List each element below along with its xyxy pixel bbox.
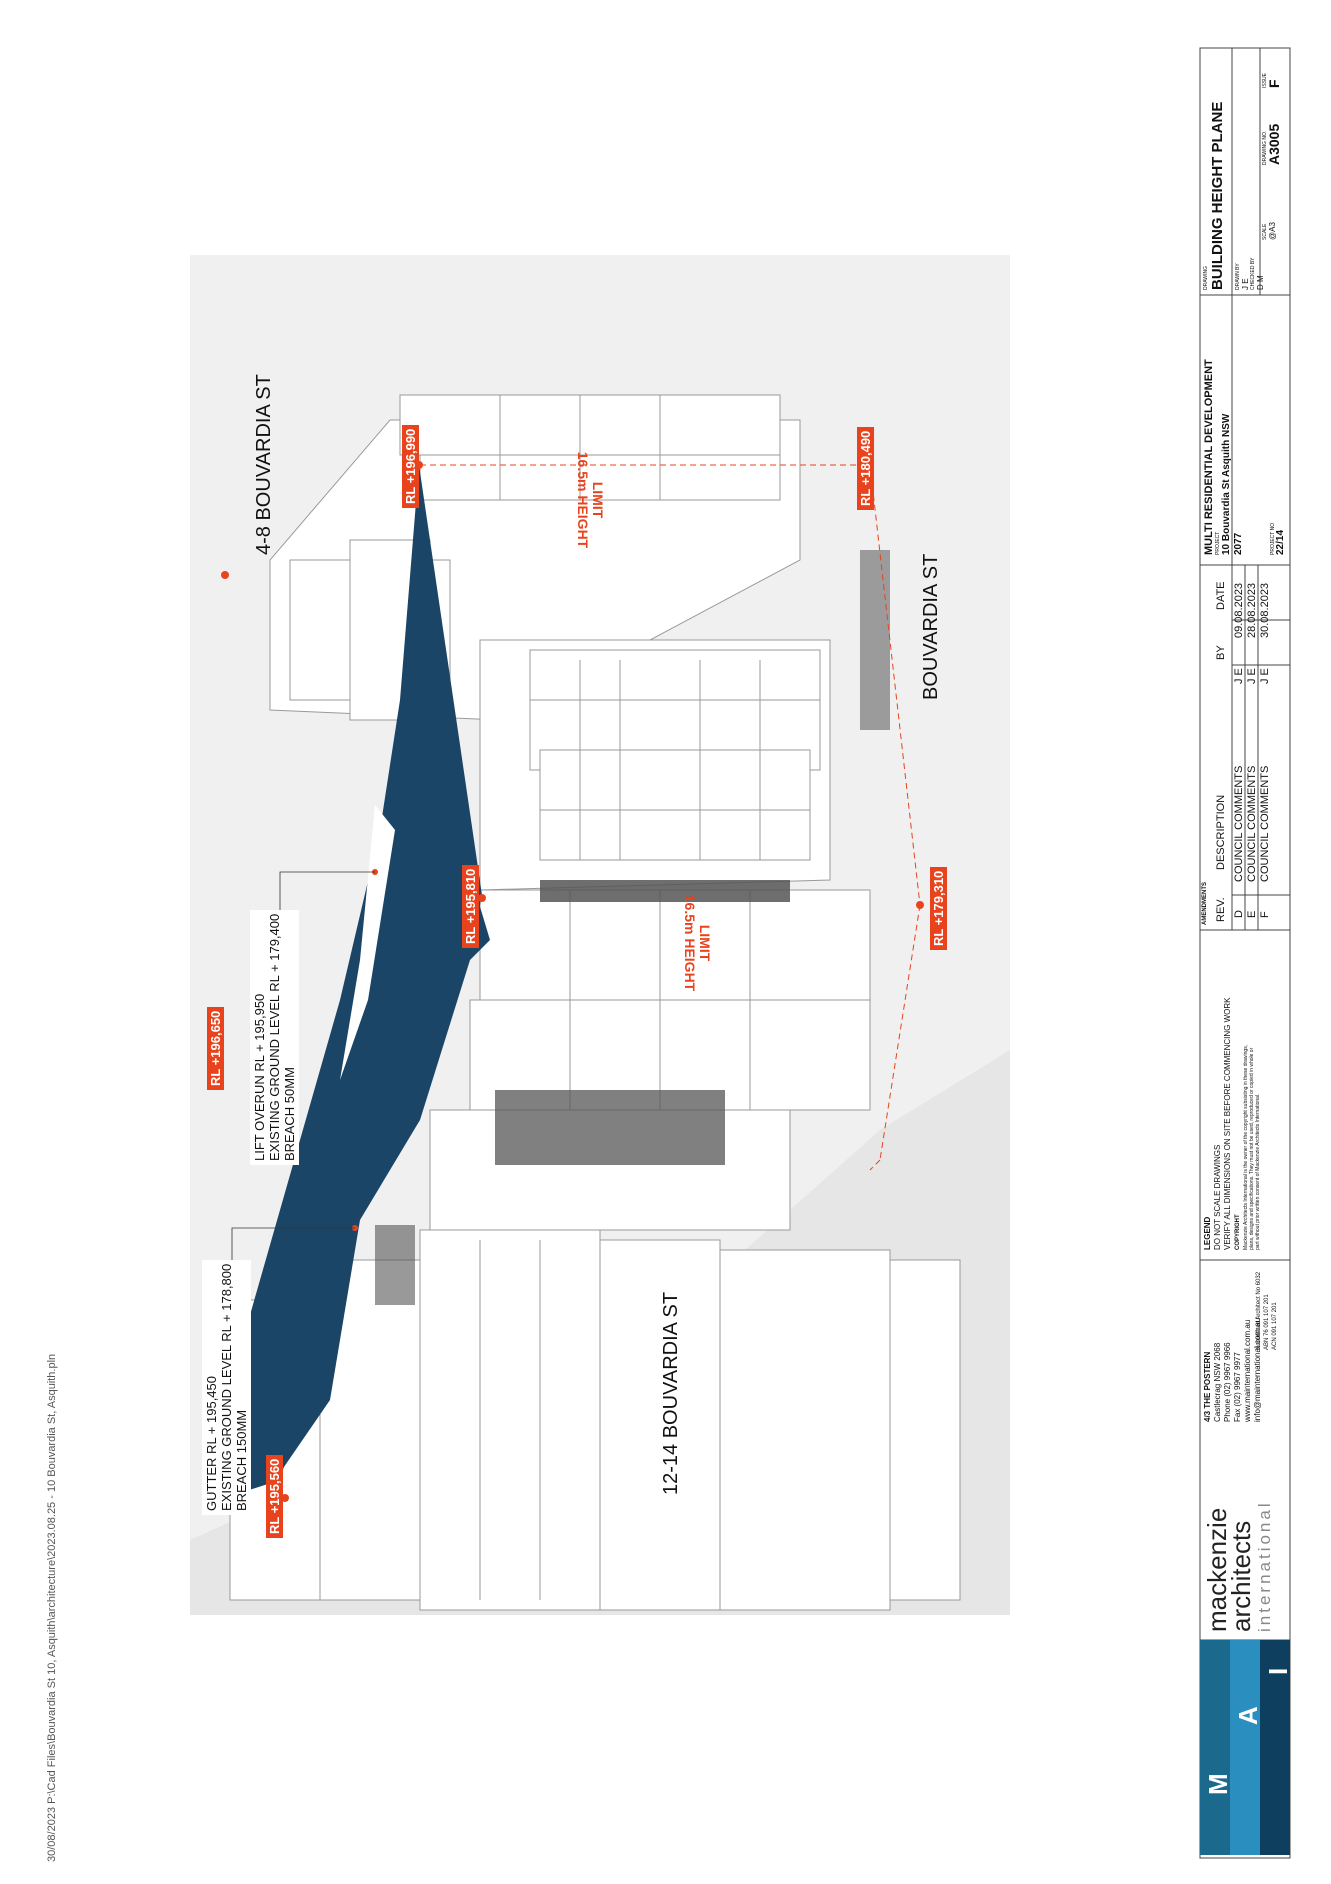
height-plane bbox=[225, 465, 490, 1495]
leader-lines bbox=[231, 871, 375, 1270]
height-limit-line: 16.5m HEIGHT bbox=[682, 894, 698, 992]
rl-marker bbox=[478, 894, 486, 902]
firm-logo bbox=[1200, 1640, 1290, 1855]
project-no: 22/14 bbox=[1275, 529, 1286, 555]
address-line: Phone (02) 9967 9966 bbox=[1223, 1342, 1232, 1422]
project-postcode: 2077 bbox=[1233, 532, 1244, 555]
scale: SCALE @A3 bbox=[1262, 222, 1277, 240]
firm-name: mackenzie architects international bbox=[1202, 1500, 1277, 1632]
amendments-col-date: DATE bbox=[1215, 581, 1227, 610]
firm-name-line: international bbox=[1255, 1500, 1274, 1632]
scale-value: @A3 bbox=[1268, 222, 1277, 240]
rl-label: RL +196,650 bbox=[207, 1006, 224, 1090]
rl-label: RL +195,810 bbox=[462, 864, 479, 948]
copyright-heading: COPYRIGHT bbox=[1235, 1214, 1241, 1250]
amendments-col-by: BY bbox=[1215, 645, 1227, 660]
drawing-number: DRAWING NO. A3005 bbox=[1262, 123, 1282, 165]
amendment-rev: D bbox=[1233, 910, 1245, 918]
gutter-callout: GUTTER RL + 195,450 EXISTING GROUND LEVE… bbox=[202, 1259, 251, 1515]
callout-line: LIFT OVERUN RL + 195,950 bbox=[252, 993, 267, 1161]
callout-line: GUTTER RL + 195,450 bbox=[204, 1376, 219, 1511]
address-line: www.mainternational.com.au bbox=[1243, 1319, 1252, 1422]
neighbour-label-south: 12-14 BOUVARDIA ST bbox=[660, 1291, 682, 1495]
project-info: MULTI RESIDENTIAL DEVELOPMENT PROJECT 10… bbox=[1203, 359, 1245, 555]
rl-marker bbox=[221, 571, 229, 579]
firm-address: 4/3 THE POSTERN Castlecrag NSW 2068 Phon… bbox=[1203, 1318, 1263, 1422]
height-limit-line: LIMIT bbox=[590, 481, 606, 519]
drawing-title: BUILDING HEIGHT PLANE bbox=[1209, 101, 1226, 290]
callout-line: EXISTING GROUND LEVEL RL + 179,400 bbox=[267, 913, 282, 1161]
plane-void bbox=[340, 805, 395, 1080]
height-plane-main bbox=[220, 465, 482, 1498]
drawn-by: DRAWN BY J E CHECKED BY D M bbox=[1235, 257, 1265, 290]
callout-line: EXISTING GROUND LEVEL RL + 178,800 bbox=[219, 1263, 234, 1511]
height-limit-line: LIMIT bbox=[697, 924, 713, 962]
rl-marker bbox=[281, 1494, 289, 1502]
amendment-rev: F bbox=[1259, 911, 1271, 918]
amendment-row: F COUNCIL COMMENTS J E 30.08.2023 bbox=[1259, 568, 1271, 918]
setback-lines bbox=[420, 464, 921, 1171]
callout-line: BREACH 50MM bbox=[282, 1067, 297, 1161]
legend-heading: LEGEND bbox=[1203, 1216, 1212, 1250]
firm-registration: Nominated Architect No 6032 ABN 76 091 1… bbox=[1255, 1272, 1279, 1350]
issue-value: F bbox=[1266, 79, 1282, 88]
project-address: 10 Bouvardia St Asquith NSW bbox=[1221, 413, 1232, 555]
amendment-desc: COUNCIL COMMENTS bbox=[1233, 765, 1245, 882]
amendment-by: J E bbox=[1246, 668, 1258, 684]
firm-name-line: architects bbox=[1226, 1520, 1256, 1632]
address-line: Castlecrag NSW 2068 bbox=[1213, 1342, 1222, 1422]
amendment-by: J E bbox=[1233, 668, 1245, 684]
drawn-by-value: J E bbox=[1241, 278, 1250, 290]
rl-label: RL +179,310 bbox=[930, 866, 947, 950]
address-line: 4/3 THE POSTERN bbox=[1203, 1351, 1212, 1422]
amendment-rev: E bbox=[1246, 910, 1258, 918]
registration-line: ACN 091 107 201 bbox=[1272, 1302, 1278, 1350]
project-number: PROJECT NO 22/14 bbox=[1270, 523, 1286, 555]
amendment-date: 28.08.2023 bbox=[1246, 582, 1258, 638]
address-line: Fax (02) 9967 9977 bbox=[1233, 1352, 1242, 1422]
title-block-frame bbox=[1199, 47, 1291, 1859]
legend: LEGEND DO NOT SCALE DRAWINGS VERIFY ALL … bbox=[1203, 998, 1261, 1250]
amendments-heading: AMENDMENTS bbox=[1202, 882, 1208, 925]
rl-markers bbox=[221, 461, 924, 1502]
amendments-col-description: DESCRIPTION bbox=[1215, 794, 1227, 870]
amendment-date: 30.08.2023 bbox=[1259, 582, 1271, 638]
amendment-desc: COUNCIL COMMENTS bbox=[1246, 765, 1258, 882]
issue: ISSUE F bbox=[1262, 73, 1282, 88]
registration-line: Nominated Architect No 6032 bbox=[1256, 1271, 1262, 1350]
project-title: MULTI RESIDENTIAL DEVELOPMENT bbox=[1203, 359, 1215, 555]
legend-line: VERIFY ALL DIMENSIONS ON SITE BEFORE COM… bbox=[1223, 997, 1232, 1250]
rl-label: RL +195,560 bbox=[266, 1454, 283, 1538]
logo-letter-a: A bbox=[1233, 1706, 1263, 1725]
lift-callout: LIFT OVERUN RL + 195,950 EXISTING GROUND… bbox=[250, 909, 299, 1165]
amendment-by: J E bbox=[1259, 668, 1271, 684]
amendment-row: E COUNCIL COMMENTS J E 28.08.2023 bbox=[1246, 568, 1258, 918]
drawing-info: DRAWING BUILDING HEIGHT PLANE bbox=[1203, 102, 1227, 290]
logo-letter-m: M bbox=[1203, 1773, 1233, 1795]
height-limit-label: LIMIT 16.5m HEIGHT bbox=[575, 440, 606, 560]
drawing-no-value: A3005 bbox=[1266, 123, 1282, 165]
amendment-row: D COUNCIL COMMENTS J E 09.08.2023 bbox=[1233, 568, 1245, 918]
amendments-col-rev: REV. bbox=[1215, 897, 1227, 922]
street-label: BOUVARDIA ST bbox=[920, 553, 942, 700]
registration-line: ABN 76 091 107 201 bbox=[1264, 1294, 1270, 1350]
amendment-desc: COUNCIL COMMENTS bbox=[1259, 765, 1271, 882]
rl-label: RL +196,990 bbox=[402, 424, 419, 508]
logo-letter-i: I bbox=[1263, 1667, 1293, 1675]
checked-by-value: D M bbox=[1256, 275, 1265, 290]
height-limit-line: 16.5m HEIGHT bbox=[575, 451, 591, 549]
amendment-date: 09.08.2023 bbox=[1233, 582, 1245, 638]
rl-label: RL +180,490 bbox=[857, 426, 874, 510]
louvre-panels bbox=[375, 550, 890, 1305]
copyright-line: part without prior written consent of Ma… bbox=[1255, 1093, 1261, 1250]
legend-line: DO NOT SCALE DRAWINGS bbox=[1213, 1144, 1222, 1250]
height-limit-label: LIMIT 16.5m HEIGHT bbox=[682, 883, 713, 1003]
neighbour-label-north: 4-8 BOUVARDIA ST bbox=[253, 374, 275, 555]
callout-line: BREACH 150MM bbox=[234, 1409, 249, 1511]
rl-marker bbox=[916, 901, 924, 909]
